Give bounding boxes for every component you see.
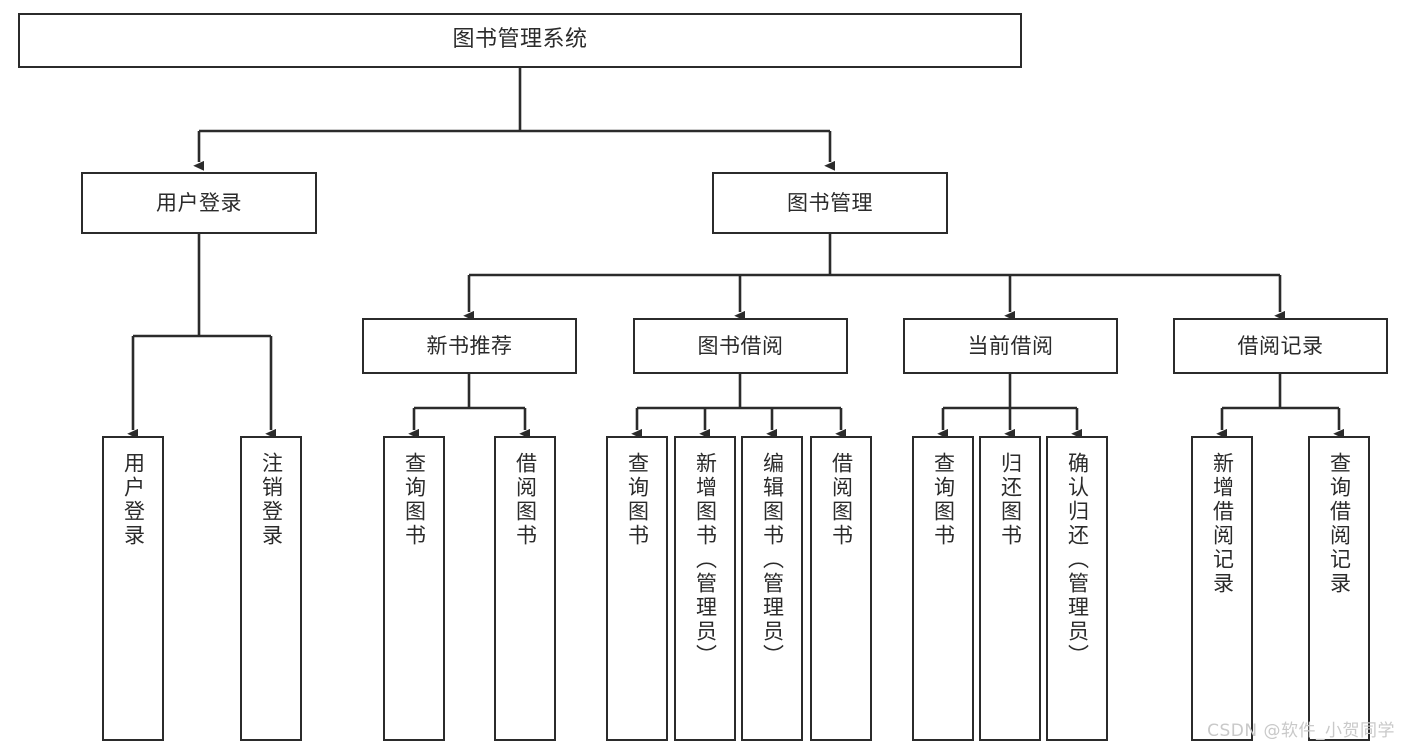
node-root-system[interactable]: 图书管理系统 xyxy=(18,13,1022,68)
node-label: 新书推荐 xyxy=(426,333,513,358)
node-label: 用户登录 xyxy=(156,190,242,215)
node-book-management[interactable]: 图书管理 xyxy=(712,172,948,234)
node-label: 查询图书 xyxy=(625,452,650,548)
node-label: 注销登录 xyxy=(259,452,284,548)
node-label: 借阅图书 xyxy=(513,452,538,548)
csdn-watermark: CSDN @软件_小贺同学 xyxy=(1207,721,1395,741)
leaf-confirm-return-admin[interactable]: 确认归还（管理员） xyxy=(1046,436,1108,741)
node-label: 用户登录 xyxy=(121,452,146,548)
leaf-add-borrow-record[interactable]: 新增借阅记录 xyxy=(1191,436,1253,741)
leaf-add-book-admin[interactable]: 新增图书（管理员） xyxy=(674,436,736,741)
leaf-query-book-recommend[interactable]: 查询图书 xyxy=(383,436,445,741)
node-book-borrow[interactable]: 图书借阅 xyxy=(633,318,848,374)
node-label: 新增借阅记录 xyxy=(1210,452,1235,596)
node-label: 编辑图书（管理员） xyxy=(760,452,785,668)
leaf-borrow-book[interactable]: 借阅图书 xyxy=(810,436,872,741)
leaf-edit-book-admin[interactable]: 编辑图书（管理员） xyxy=(741,436,803,741)
node-label: 新增图书（管理员） xyxy=(693,452,718,668)
leaf-borrow-book-recommend[interactable]: 借阅图书 xyxy=(494,436,556,741)
leaf-query-book-borrow[interactable]: 查询图书 xyxy=(606,436,668,741)
leaf-query-borrow-record[interactable]: 查询借阅记录 xyxy=(1308,436,1370,741)
node-label: 图书管理 xyxy=(787,190,873,215)
leaf-return-book[interactable]: 归还图书 xyxy=(979,436,1041,741)
node-label: 图书管理系统 xyxy=(452,27,588,53)
leaf-query-book-current[interactable]: 查询图书 xyxy=(912,436,974,741)
node-label: 归还图书 xyxy=(998,452,1023,548)
node-user-login[interactable]: 用户登录 xyxy=(81,172,317,234)
leaf-logout-login[interactable]: 注销登录 xyxy=(240,436,302,741)
node-label: 当前借阅 xyxy=(967,333,1054,358)
node-label: 确认归还（管理员） xyxy=(1065,452,1090,668)
node-label: 查询借阅记录 xyxy=(1327,452,1352,596)
node-label: 查询图书 xyxy=(402,452,427,548)
node-new-book-recommend[interactable]: 新书推荐 xyxy=(362,318,577,374)
leaf-user-login[interactable]: 用户登录 xyxy=(102,436,164,741)
node-current-borrow[interactable]: 当前借阅 xyxy=(903,318,1118,374)
node-label: 查询图书 xyxy=(931,452,956,548)
node-label: 图书借阅 xyxy=(697,333,784,358)
node-label: 借阅图书 xyxy=(829,452,854,548)
node-borrow-record[interactable]: 借阅记录 xyxy=(1173,318,1388,374)
node-label: 借阅记录 xyxy=(1237,333,1324,358)
